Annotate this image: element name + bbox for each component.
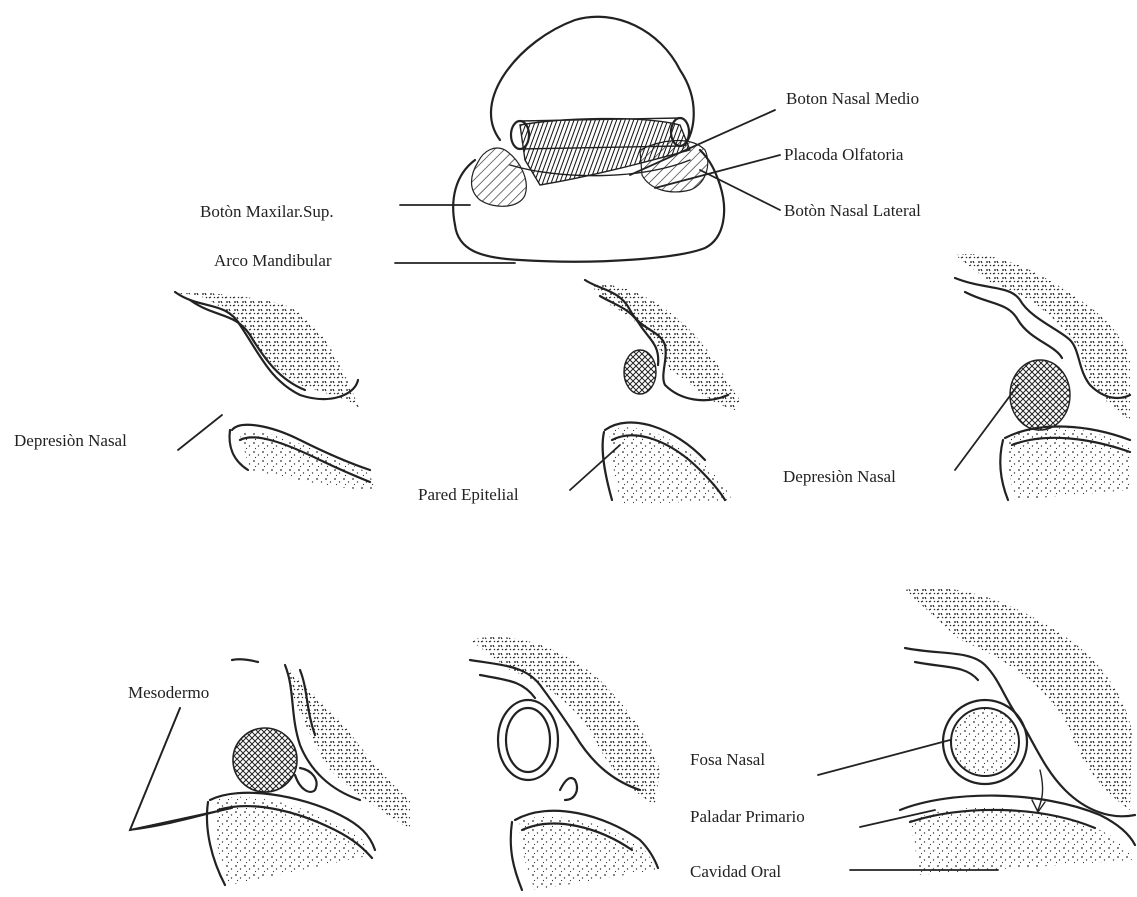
label-cavidad-oral: Cavidad Oral bbox=[690, 862, 781, 881]
frontal-process-tissue-4 bbox=[285, 665, 410, 830]
palate-tissue-6 bbox=[910, 808, 1132, 875]
label-fosa-nasal: Fosa Nasal bbox=[690, 750, 765, 769]
section-stage-2: Pared Epitelial bbox=[418, 280, 740, 505]
maxillary-prominence-hatch bbox=[472, 148, 527, 206]
section-stage-4: Mesodermo bbox=[128, 659, 410, 885]
embryo-face-figure: Boton Nasal Medio Placoda Olfatoria Botò… bbox=[200, 17, 921, 270]
label-boton-nasal-medio: Boton Nasal Medio bbox=[786, 89, 919, 108]
nasal-sac-5 bbox=[506, 708, 550, 772]
placode-thickening-2 bbox=[624, 350, 656, 394]
label-boton-nasal-lateral: Botòn Nasal Lateral bbox=[784, 201, 921, 220]
nasal-fossa-6 bbox=[951, 708, 1019, 776]
mesoderm-mass bbox=[233, 728, 297, 792]
leader-fosa-nasal bbox=[818, 740, 950, 775]
section-stage-6: Fosa Nasal Paladar Primario Cavidad Oral bbox=[690, 588, 1135, 881]
label-arco-mandibular: Arco Mandibular bbox=[214, 251, 332, 270]
label-pared-epitelial: Pared Epitelial bbox=[418, 485, 519, 504]
label-boton-maxilar-sup: Botòn Maxilar.Sup. bbox=[200, 202, 334, 221]
label-depresion-nasal-1: Depresiòn Nasal bbox=[14, 431, 127, 450]
leader-boton-nasal-lateral bbox=[700, 170, 780, 210]
label-paladar-primario: Paladar Primario bbox=[690, 807, 805, 826]
label-mesodermo: Mesodermo bbox=[128, 683, 209, 702]
label-depresion-nasal-2: Depresiòn Nasal bbox=[783, 467, 896, 486]
leader-depresion-nasal-1 bbox=[178, 415, 222, 450]
mandible-tissue-4 bbox=[214, 797, 372, 885]
mandible-tissue-2 bbox=[610, 427, 732, 505]
label-placoda-olfatoria: Placoda Olfatoria bbox=[784, 145, 904, 164]
placode-thickening-3 bbox=[1010, 360, 1070, 430]
leader-pared-epitelial bbox=[570, 445, 620, 490]
mandible-tissue-1 bbox=[240, 432, 375, 490]
section-stage-3: Depresiòn Nasal bbox=[783, 254, 1130, 500]
frontal-process-tissue-6 bbox=[905, 588, 1132, 810]
section-stage-5 bbox=[470, 637, 660, 890]
section-stage-1: Depresiòn Nasal bbox=[14, 290, 375, 490]
